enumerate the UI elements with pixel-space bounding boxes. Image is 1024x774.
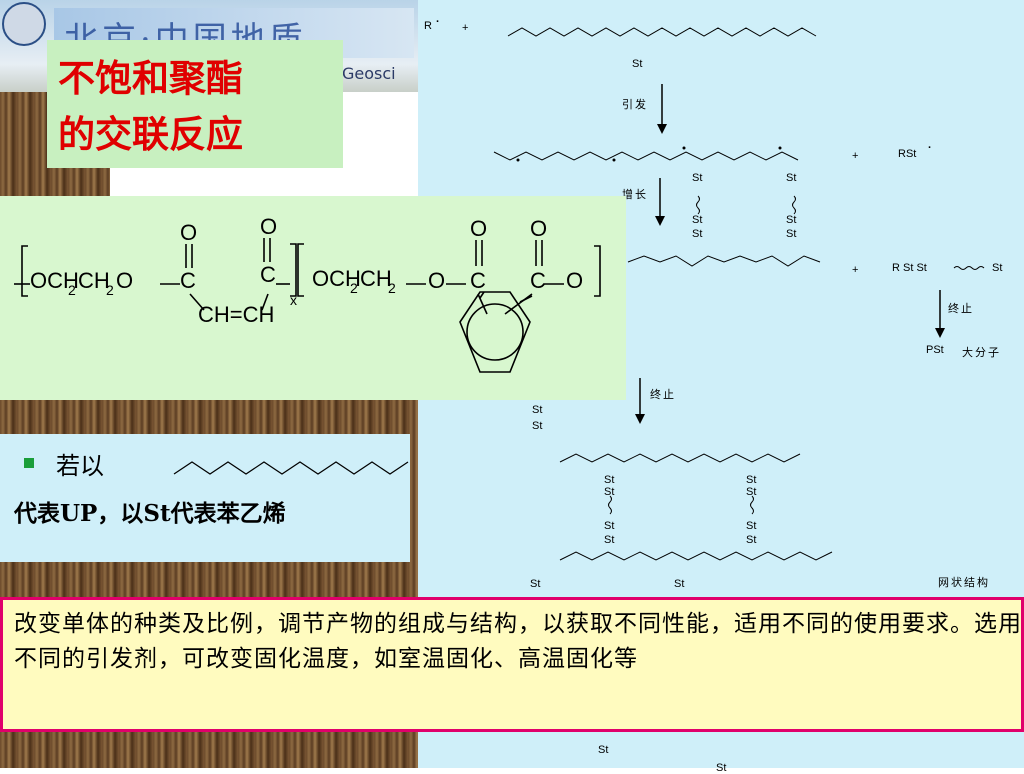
formula-ch2-2: CH [360, 266, 392, 291]
plus-1: + [462, 22, 469, 34]
terminate-label-right: 终止 [948, 302, 974, 315]
st-net-6: St [746, 486, 757, 498]
polyester-formula-box: OCH 2 CH 2 O C O C O CH=CH x OCH 2 CH 2 … [0, 196, 626, 400]
rst-st-label: R St St [892, 262, 927, 274]
formula-subscript-x: x [290, 292, 297, 308]
growth-chain [627, 255, 821, 267]
formula-sub-d: 2 [388, 280, 396, 296]
st-graft-1: St [692, 172, 703, 184]
formula-sub-a: 2 [68, 282, 76, 298]
formula-c-4: C [530, 268, 546, 293]
formula-och2ch2o: OCH [312, 266, 361, 291]
wavy-st: St [992, 262, 1003, 274]
radical-label: R [424, 20, 432, 32]
st-net-8: St [746, 534, 757, 546]
radical-chain [493, 151, 799, 161]
grow-label: 增长 [622, 188, 648, 201]
formula-o-top-4: O [530, 216, 548, 241]
formula-sub-b: 2 [106, 282, 114, 298]
bullet-icon [24, 458, 34, 468]
pst-label: PSt [926, 344, 944, 356]
page-title: 不饱和聚酯 的交联反应 [58, 50, 338, 162]
right-bracket [594, 245, 601, 297]
st-net-7: St [746, 520, 757, 532]
left-bracket [21, 245, 28, 297]
title-box [47, 40, 343, 168]
top-chain [507, 27, 817, 37]
legend-ruoyi: 若以 [56, 452, 104, 480]
radical-dot: · [436, 16, 440, 28]
legend-text: 代表UP，以St代表苯乙烯 [14, 500, 286, 527]
st-graft-3: St [692, 228, 703, 240]
st-net-1: St [604, 474, 615, 486]
st-left-2: St [532, 420, 543, 432]
plus-3: + [852, 264, 859, 276]
st-graft-2: St [692, 214, 703, 226]
mid-bracket-right [290, 243, 297, 297]
mid-bracket-left [297, 243, 304, 297]
st-monomer: St [632, 58, 643, 70]
up-chain-icon [173, 461, 409, 475]
note-text: 改变单体的种类及比例，调节产物的组成与结构，以获取不同性能，适用不同的使用要求。… [14, 611, 1022, 672]
st-bottom-2: St [716, 762, 727, 774]
formula-sub-c: 2 [350, 280, 358, 296]
geosci-text: Geosci [342, 64, 396, 83]
st-left-1: St [532, 404, 543, 416]
formula-vinylene: CH=CH [198, 302, 275, 327]
st-net-2: St [604, 486, 615, 498]
formula-o-3: O [566, 268, 584, 293]
formula-c-2: C [260, 262, 276, 287]
formula-c-1: C [180, 268, 196, 293]
st-net-3: St [604, 520, 615, 532]
rst-radical: RSt [898, 148, 917, 160]
formula-ch2: CH [78, 268, 110, 293]
network-upper-chain [559, 453, 801, 463]
st-net-5: St [746, 474, 757, 486]
title-line-1: 不饱和聚酯 [58, 56, 243, 100]
st-bottom-1: St [598, 744, 609, 756]
rst-dot: · [928, 142, 932, 154]
macro-label: 大分子 [962, 346, 1001, 359]
formula-o-top-1: O [180, 220, 198, 245]
network-label: 网状结构 [938, 576, 990, 589]
crosslink-mechanism-diagram [493, 27, 985, 561]
st-net-4: St [604, 534, 615, 546]
st-graft-6: St [786, 228, 797, 240]
terminate-label-middle: 终止 [650, 388, 676, 401]
benzene-ring [459, 291, 531, 373]
st-net-9: St [530, 578, 541, 590]
plus-2: + [852, 150, 859, 162]
university-seal-icon [2, 2, 46, 46]
initiate-label: 引发 [622, 98, 648, 111]
polyester-structure-svg [14, 238, 601, 373]
formula-ocH: OCH [30, 268, 79, 293]
formula-c-3: C [470, 268, 486, 293]
formula-o-1: O [116, 268, 134, 293]
formula-o-2: O [428, 268, 446, 293]
formula-o-top-2: O [260, 214, 278, 239]
network-lower-chain [559, 551, 833, 561]
note-box [0, 597, 1024, 732]
st-graft-5: St [786, 214, 797, 226]
st-graft-4: St [786, 172, 797, 184]
legend-box [0, 434, 410, 562]
formula-o-top-3: O [470, 216, 488, 241]
title-line-2: 的交联反应 [58, 112, 243, 156]
st-net-10: St [674, 578, 685, 590]
